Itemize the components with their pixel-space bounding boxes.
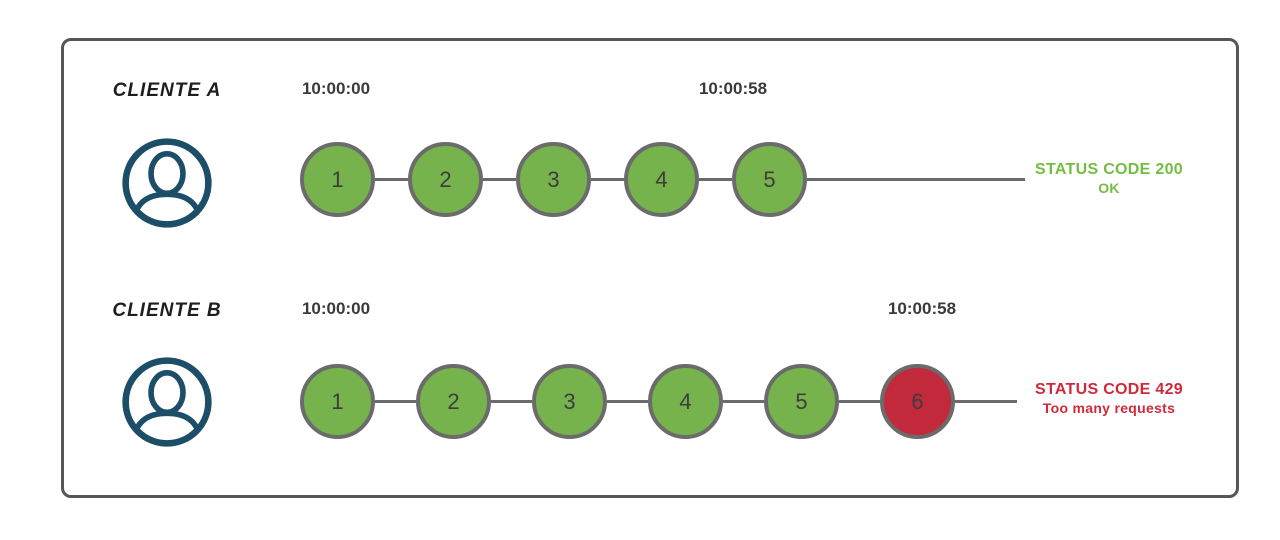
diagram-frame — [61, 38, 1239, 498]
status-b-message: Too many requests — [1042, 400, 1176, 416]
request-circle-4: 4 — [624, 142, 699, 217]
request-circle-1: 1 — [300, 142, 375, 217]
client-a-label: CLIENTE A — [112, 80, 222, 101]
user-avatar-icon — [120, 355, 214, 449]
request-circle-5: 5 — [764, 364, 839, 439]
timestamp-b-end: 10:00:58 — [887, 299, 957, 318]
timeline-connector — [375, 178, 408, 181]
request-circle-2: 2 — [408, 142, 483, 217]
request-circle-6: 6 — [880, 364, 955, 439]
status-a-code: STATUS CODE 200 — [1035, 161, 1183, 178]
user-avatar-icon — [120, 136, 214, 230]
timeline-connector — [839, 400, 880, 403]
timeline-trail-line — [807, 178, 1025, 181]
timestamp-b-start: 10:00:00 — [301, 299, 371, 318]
timeline-connector — [723, 400, 764, 403]
timeline-connector — [699, 178, 732, 181]
request-circle-5: 5 — [732, 142, 807, 217]
timeline-connector — [591, 178, 624, 181]
timeline-connector — [607, 400, 648, 403]
request-circle-2: 2 — [416, 364, 491, 439]
request-circle-4: 4 — [648, 364, 723, 439]
timeline-connector — [483, 178, 516, 181]
timestamp-a-start: 10:00:00 — [301, 79, 371, 98]
status-a: STATUS CODE 200 OK — [1028, 160, 1190, 197]
timestamp-a-end: 10:00:58 — [698, 79, 768, 98]
status-b-code: STATUS CODE 429 — [1035, 381, 1183, 398]
request-circle-3: 3 — [516, 142, 591, 217]
status-a-message: OK — [1098, 180, 1120, 196]
timeline-connector — [491, 400, 532, 403]
status-b: STATUS CODE 429 Too many requests — [1028, 380, 1190, 417]
request-circle-3: 3 — [532, 364, 607, 439]
request-circle-1: 1 — [300, 364, 375, 439]
timeline-trail-line — [955, 400, 1017, 403]
timeline-connector — [375, 400, 416, 403]
client-b-label: CLIENTE B — [112, 300, 222, 321]
